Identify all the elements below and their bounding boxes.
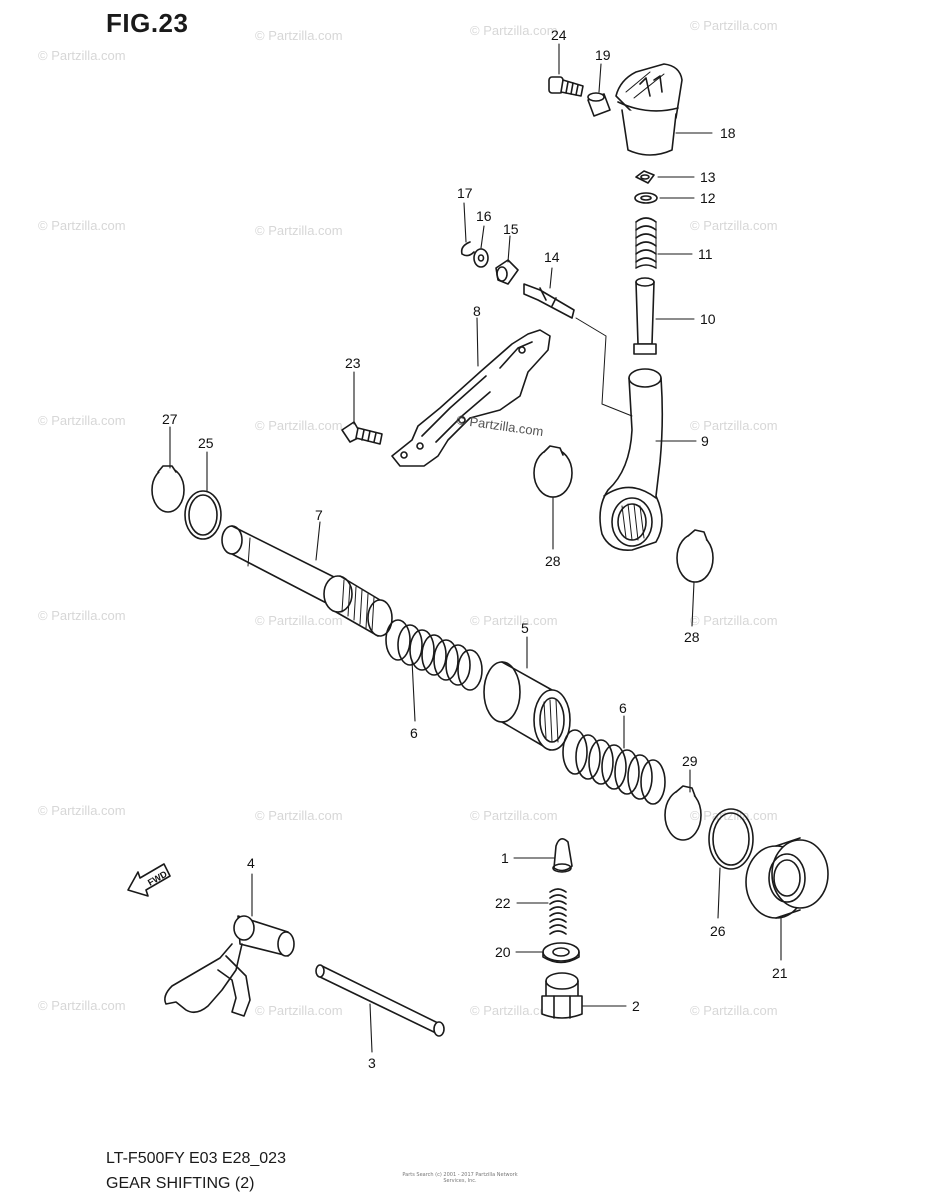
part-label[interactable]: 28 [545,553,561,569]
part-28-circlip-lower[interactable] [676,529,714,583]
part-4-shift-fork[interactable] [164,915,295,1017]
part-24-bolt[interactable] [548,76,584,97]
copyright-fineprint: Parts Search (c) 2001 - 2017 Partzilla N… [402,1172,518,1184]
part-label[interactable]: 11 [698,246,713,262]
watermark: © Partzilla.com [690,18,778,33]
part-label[interactable]: 28 [684,629,700,645]
part-3-fork-shaft[interactable] [315,964,445,1037]
part-1-stopper[interactable] [552,838,573,873]
fwd-arrow-icon [127,863,171,897]
watermark: © Partzilla.com [38,803,126,818]
part-14-pin[interactable] [523,283,575,319]
part-label[interactable]: 4 [247,855,255,871]
part-11-spring[interactable] [635,217,657,269]
watermark-center: © Partzilla.com [456,412,545,439]
watermark: © Partzilla.com [38,608,126,623]
watermark: © Partzilla.com [470,1003,558,1018]
part-17-circlip[interactable] [460,241,475,257]
watermark: © Partzilla.com [470,23,558,38]
part-label[interactable]: 12 [700,190,716,206]
part-label[interactable]: 19 [595,47,611,63]
part-27-circlip[interactable] [151,465,185,513]
part-label[interactable]: 8 [473,303,481,319]
part-label[interactable]: 21 [772,965,788,981]
watermark: © Partzilla.com [38,413,126,428]
leader-lines [169,43,782,1053]
part-label[interactable]: 6 [619,700,627,716]
part-label[interactable]: 27 [162,411,178,427]
part-label[interactable]: 29 [682,753,698,769]
watermark: © Partzilla.com [255,613,343,628]
figure-title: FIG.23 [106,8,189,38]
part-label[interactable]: 16 [476,208,492,224]
watermark: © Partzilla.com [38,48,126,63]
part-7-gearshift-shaft[interactable] [221,525,393,637]
part-label[interactable]: 9 [701,433,709,449]
part-6-spring-left[interactable] [385,619,483,691]
watermark: © Partzilla.com [38,998,126,1013]
part-19-collar[interactable] [587,92,611,117]
part-9-shift-lever[interactable] [599,368,664,551]
part-16-washer[interactable] [473,248,489,268]
watermark: © Partzilla.com [255,418,343,433]
part-5-sleeve[interactable] [483,661,571,751]
part-label[interactable]: 6 [410,725,418,741]
assembly-guide-line [575,317,633,417]
part-label[interactable]: 26 [710,923,726,939]
part-label[interactable]: 22 [495,895,511,911]
watermark: © Partzilla.com [690,808,778,823]
part-29-circlip[interactable] [664,785,702,841]
part-label[interactable]: 14 [544,249,560,265]
watermark: © Partzilla.com [255,223,343,238]
part-22-spring[interactable] [549,888,567,935]
part-label[interactable]: 7 [315,507,323,523]
part-label[interactable]: 3 [368,1055,376,1071]
section-name: GEAR SHIFTING (2) [106,1175,255,1192]
part-label[interactable]: 13 [700,169,716,185]
part-10-lever-shaft[interactable] [633,277,657,355]
part-21-oil-seal[interactable] [745,837,829,919]
part-label[interactable]: 18 [720,125,736,141]
watermark: © Partzilla.com [470,613,558,628]
watermark-layer: © Partzilla.com © Partzilla.com © Partzi… [38,18,778,1018]
part-label[interactable]: 25 [198,435,214,451]
watermark: © Partzilla.com [690,613,778,628]
part-label[interactable]: 1 [501,850,509,866]
watermark: © Partzilla.com [690,218,778,233]
watermark: © Partzilla.com [255,28,343,43]
part-28-circlip-upper[interactable] [533,445,573,498]
part-12-washer[interactable] [634,192,658,204]
part-13-washer[interactable] [635,170,655,184]
part-label[interactable]: 15 [503,221,519,237]
part-label[interactable]: 23 [345,355,361,371]
watermark: © Partzilla.com [38,218,126,233]
part-label[interactable]: 17 [457,185,473,201]
part-23-bolt[interactable] [341,421,383,445]
part-label[interactable]: 20 [495,944,511,960]
part-label[interactable]: 10 [700,311,716,327]
model-code: LT-F500FY E03 E28_023 [106,1150,286,1167]
part-labels: 24 19 18 13 12 11 10 17 16 15 14 8 23 9 … [162,27,788,1071]
part-label[interactable]: 5 [521,620,529,636]
part-label[interactable]: 2 [632,998,640,1014]
watermark: © Partzilla.com [255,1003,343,1018]
part-8-shift-arm[interactable] [391,329,551,467]
watermark: © Partzilla.com [255,808,343,823]
watermark: © Partzilla.com [690,418,778,433]
watermark: © Partzilla.com [470,808,558,823]
part-15-collar[interactable] [495,259,519,285]
part-20-washer[interactable] [542,942,580,964]
part-label[interactable]: 24 [551,27,567,43]
part-6-spring-right[interactable] [562,729,666,805]
part-18-shift-knob[interactable] [615,63,683,156]
part-2-plug-bolt[interactable] [541,972,583,1019]
part-26-washer[interactable] [708,808,754,870]
part-25-washer[interactable] [184,490,222,540]
watermark: © Partzilla.com [690,1003,778,1018]
